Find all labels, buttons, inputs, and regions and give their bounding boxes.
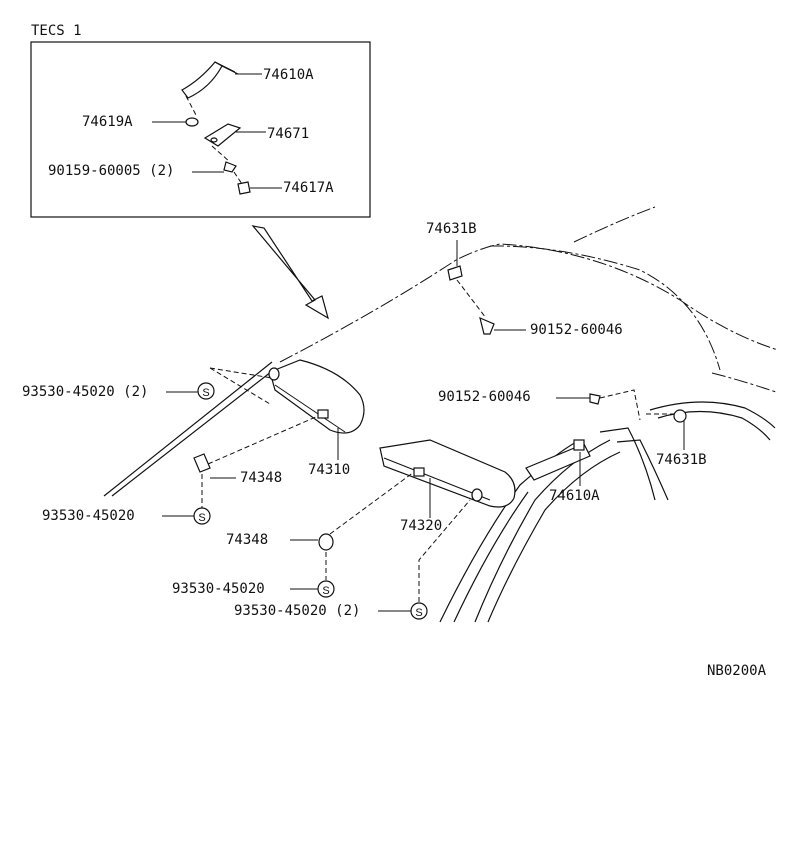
label-74310: 74310	[308, 462, 351, 478]
label-74619A: 74619A	[82, 114, 133, 130]
label-74610A-main: 74610A	[549, 488, 600, 504]
figure-code: NB0200A	[707, 663, 767, 679]
label-90152-60046-upper: 90152-60046	[530, 322, 623, 338]
sun-visor-74310	[268, 359, 365, 434]
clip-74631B-right	[673, 409, 687, 423]
door-frame	[649, 401, 776, 429]
screw-symbol-a-text: S	[202, 387, 209, 399]
clip-74348-mid	[318, 533, 334, 551]
inset-frame	[30, 41, 371, 218]
screw-90152-upper	[479, 316, 495, 335]
roof-front-edge	[103, 361, 273, 497]
screw-symbol-c-text: S	[322, 585, 329, 597]
screw-symbol-b: S	[193, 507, 211, 525]
label-74320: 74320	[400, 518, 443, 534]
screw-symbol-b-text: S	[198, 512, 205, 524]
inset-screw-90159	[223, 161, 237, 173]
screw-90152-lower	[589, 393, 601, 405]
sun-visor-74320	[379, 439, 516, 508]
screw-symbol-a: S	[197, 382, 215, 400]
clip-74631B-top	[447, 265, 463, 281]
label-93530-45020-d: 93530-45020 (2)	[234, 603, 361, 619]
label-74671: 74671	[267, 126, 310, 142]
label-74610A-inset: 74610A	[263, 67, 314, 83]
label-90159-60005: 90159-60005 (2)	[48, 163, 175, 179]
label-93530-45020-c: 93530-45020	[172, 581, 265, 597]
label-74631B-right: 74631B	[656, 452, 707, 468]
label-93530-45020-b: 93530-45020	[42, 508, 135, 524]
roof-outline	[279, 243, 779, 363]
inset-title: TECS 1	[31, 23, 82, 39]
inset-pointer-arrow	[251, 225, 329, 320]
screw-symbol-d: S	[410, 602, 428, 620]
inset-base-74671	[203, 123, 242, 147]
label-93530-45020-a: 93530-45020 (2)	[22, 384, 149, 400]
label-74348-left: 74348	[240, 470, 283, 486]
clip-74348-left	[193, 453, 211, 473]
screw-symbol-c: S	[317, 580, 335, 598]
assist-grip-74610A	[525, 439, 591, 481]
label-74348-mid: 74348	[226, 532, 269, 548]
label-90152-60046-lower: 90152-60046	[438, 389, 531, 405]
inset-clip-74617A	[237, 181, 251, 195]
inset-clip-74619A	[185, 117, 199, 127]
inset-grip-74610A	[181, 61, 239, 99]
screw-symbol-d-text: S	[415, 607, 422, 619]
label-74631B-top: 74631B	[426, 221, 477, 237]
label-74617A: 74617A	[283, 180, 334, 196]
